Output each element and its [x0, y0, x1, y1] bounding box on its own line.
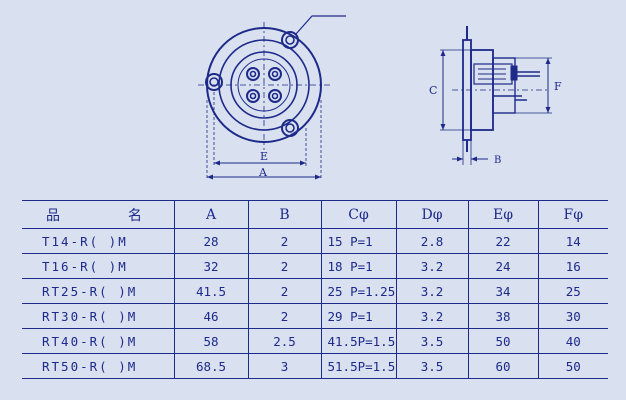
cell-a: 41.5: [173, 278, 249, 304]
cell-a: 68.5: [173, 353, 249, 379]
cell-b: 2: [247, 253, 322, 279]
cell-d: 3.2: [395, 278, 469, 304]
cell-b: 2: [247, 303, 322, 329]
cell-c: 51.5P=1.5: [320, 353, 397, 379]
table-row: RT40-R( )M 58 2.5 41.5P=1.5 3.5 50 40: [22, 328, 608, 354]
cell-e: 60: [467, 353, 539, 379]
cell-f: 16: [537, 253, 608, 279]
cell-e: 38: [467, 303, 539, 329]
cell-b: 2: [247, 228, 322, 254]
cell-c: 41.5P=1.5: [320, 328, 397, 354]
cell-a: 46: [173, 303, 249, 329]
table-row: RT50-R( )M 68.5 3 51.5P=1.5 3.5 60 50: [22, 353, 608, 379]
header-a: A: [173, 200, 249, 229]
table-row: T14-R( )M 28 2 15 P=1 2.8 22 14: [22, 228, 608, 254]
dim-label-f: F: [554, 80, 562, 93]
cell-name: T16-R( )M: [22, 253, 175, 279]
header-e: Eφ: [467, 200, 539, 229]
cell-a: 28: [173, 228, 249, 254]
header-d: Dφ: [395, 200, 469, 229]
table-row: RT25-R( )M 41.5 2 25 P=1.25 3.2 34 25: [22, 278, 608, 304]
cell-f: 50: [537, 353, 608, 379]
cell-d: 3.5: [395, 353, 469, 379]
cell-b: 2.5: [247, 328, 322, 354]
cell-b: 3: [247, 353, 322, 379]
cell-f: 25: [537, 278, 608, 304]
cell-f: 40: [537, 328, 608, 354]
front-view: [198, 15, 346, 180]
cell-e: 22: [467, 228, 539, 254]
cell-a: 32: [173, 253, 249, 279]
table-row: RT30-R( )M 46 2 29 P=1 3.2 38 30: [22, 303, 608, 329]
cell-e: 24: [467, 253, 539, 279]
spec-table: 品名 A B Cφ Dφ Eφ Fφ T14-R( )M 28 2 15 P=1…: [22, 200, 608, 379]
dim-label-c: C: [429, 84, 437, 97]
cell-name: T14-R( )M: [22, 228, 175, 254]
cell-a: 58: [173, 328, 249, 354]
cell-name: RT50-R( )M: [22, 353, 175, 379]
cell-f: 30: [537, 303, 608, 329]
cell-b: 2: [247, 278, 322, 304]
cell-d: 3.5: [395, 328, 469, 354]
header-b: B: [247, 200, 322, 229]
cell-d: 3.2: [395, 303, 469, 329]
technical-drawing: E A C F B: [198, 15, 562, 180]
cell-c: 29 P=1: [320, 303, 397, 329]
dim-label-e: E: [260, 150, 268, 163]
header-f: Fφ: [537, 200, 608, 229]
table-header-row: 品名 A B Cφ Dφ Eφ Fφ: [22, 200, 608, 229]
cell-f: 14: [537, 228, 608, 254]
cell-c: 25 P=1.25: [320, 278, 397, 304]
cell-e: 34: [467, 278, 539, 304]
header-name: 品名: [22, 200, 175, 229]
cell-name: RT30-R( )M: [22, 303, 175, 329]
cell-d: 2.8: [395, 228, 469, 254]
dim-label-b: B: [494, 155, 501, 166]
dim-label-a: A: [258, 166, 268, 179]
cell-e: 50: [467, 328, 539, 354]
cell-name: RT40-R( )M: [22, 328, 175, 354]
cell-c: 18 P=1: [320, 253, 397, 279]
cell-name: RT25-R( )M: [22, 278, 175, 304]
cell-c: 15 P=1: [320, 228, 397, 254]
header-c: Cφ: [320, 200, 397, 229]
side-view: [440, 26, 552, 165]
cell-d: 3.2: [395, 253, 469, 279]
table-row: T16-R( )M 32 2 18 P=1 3.2 24 16: [22, 253, 608, 279]
